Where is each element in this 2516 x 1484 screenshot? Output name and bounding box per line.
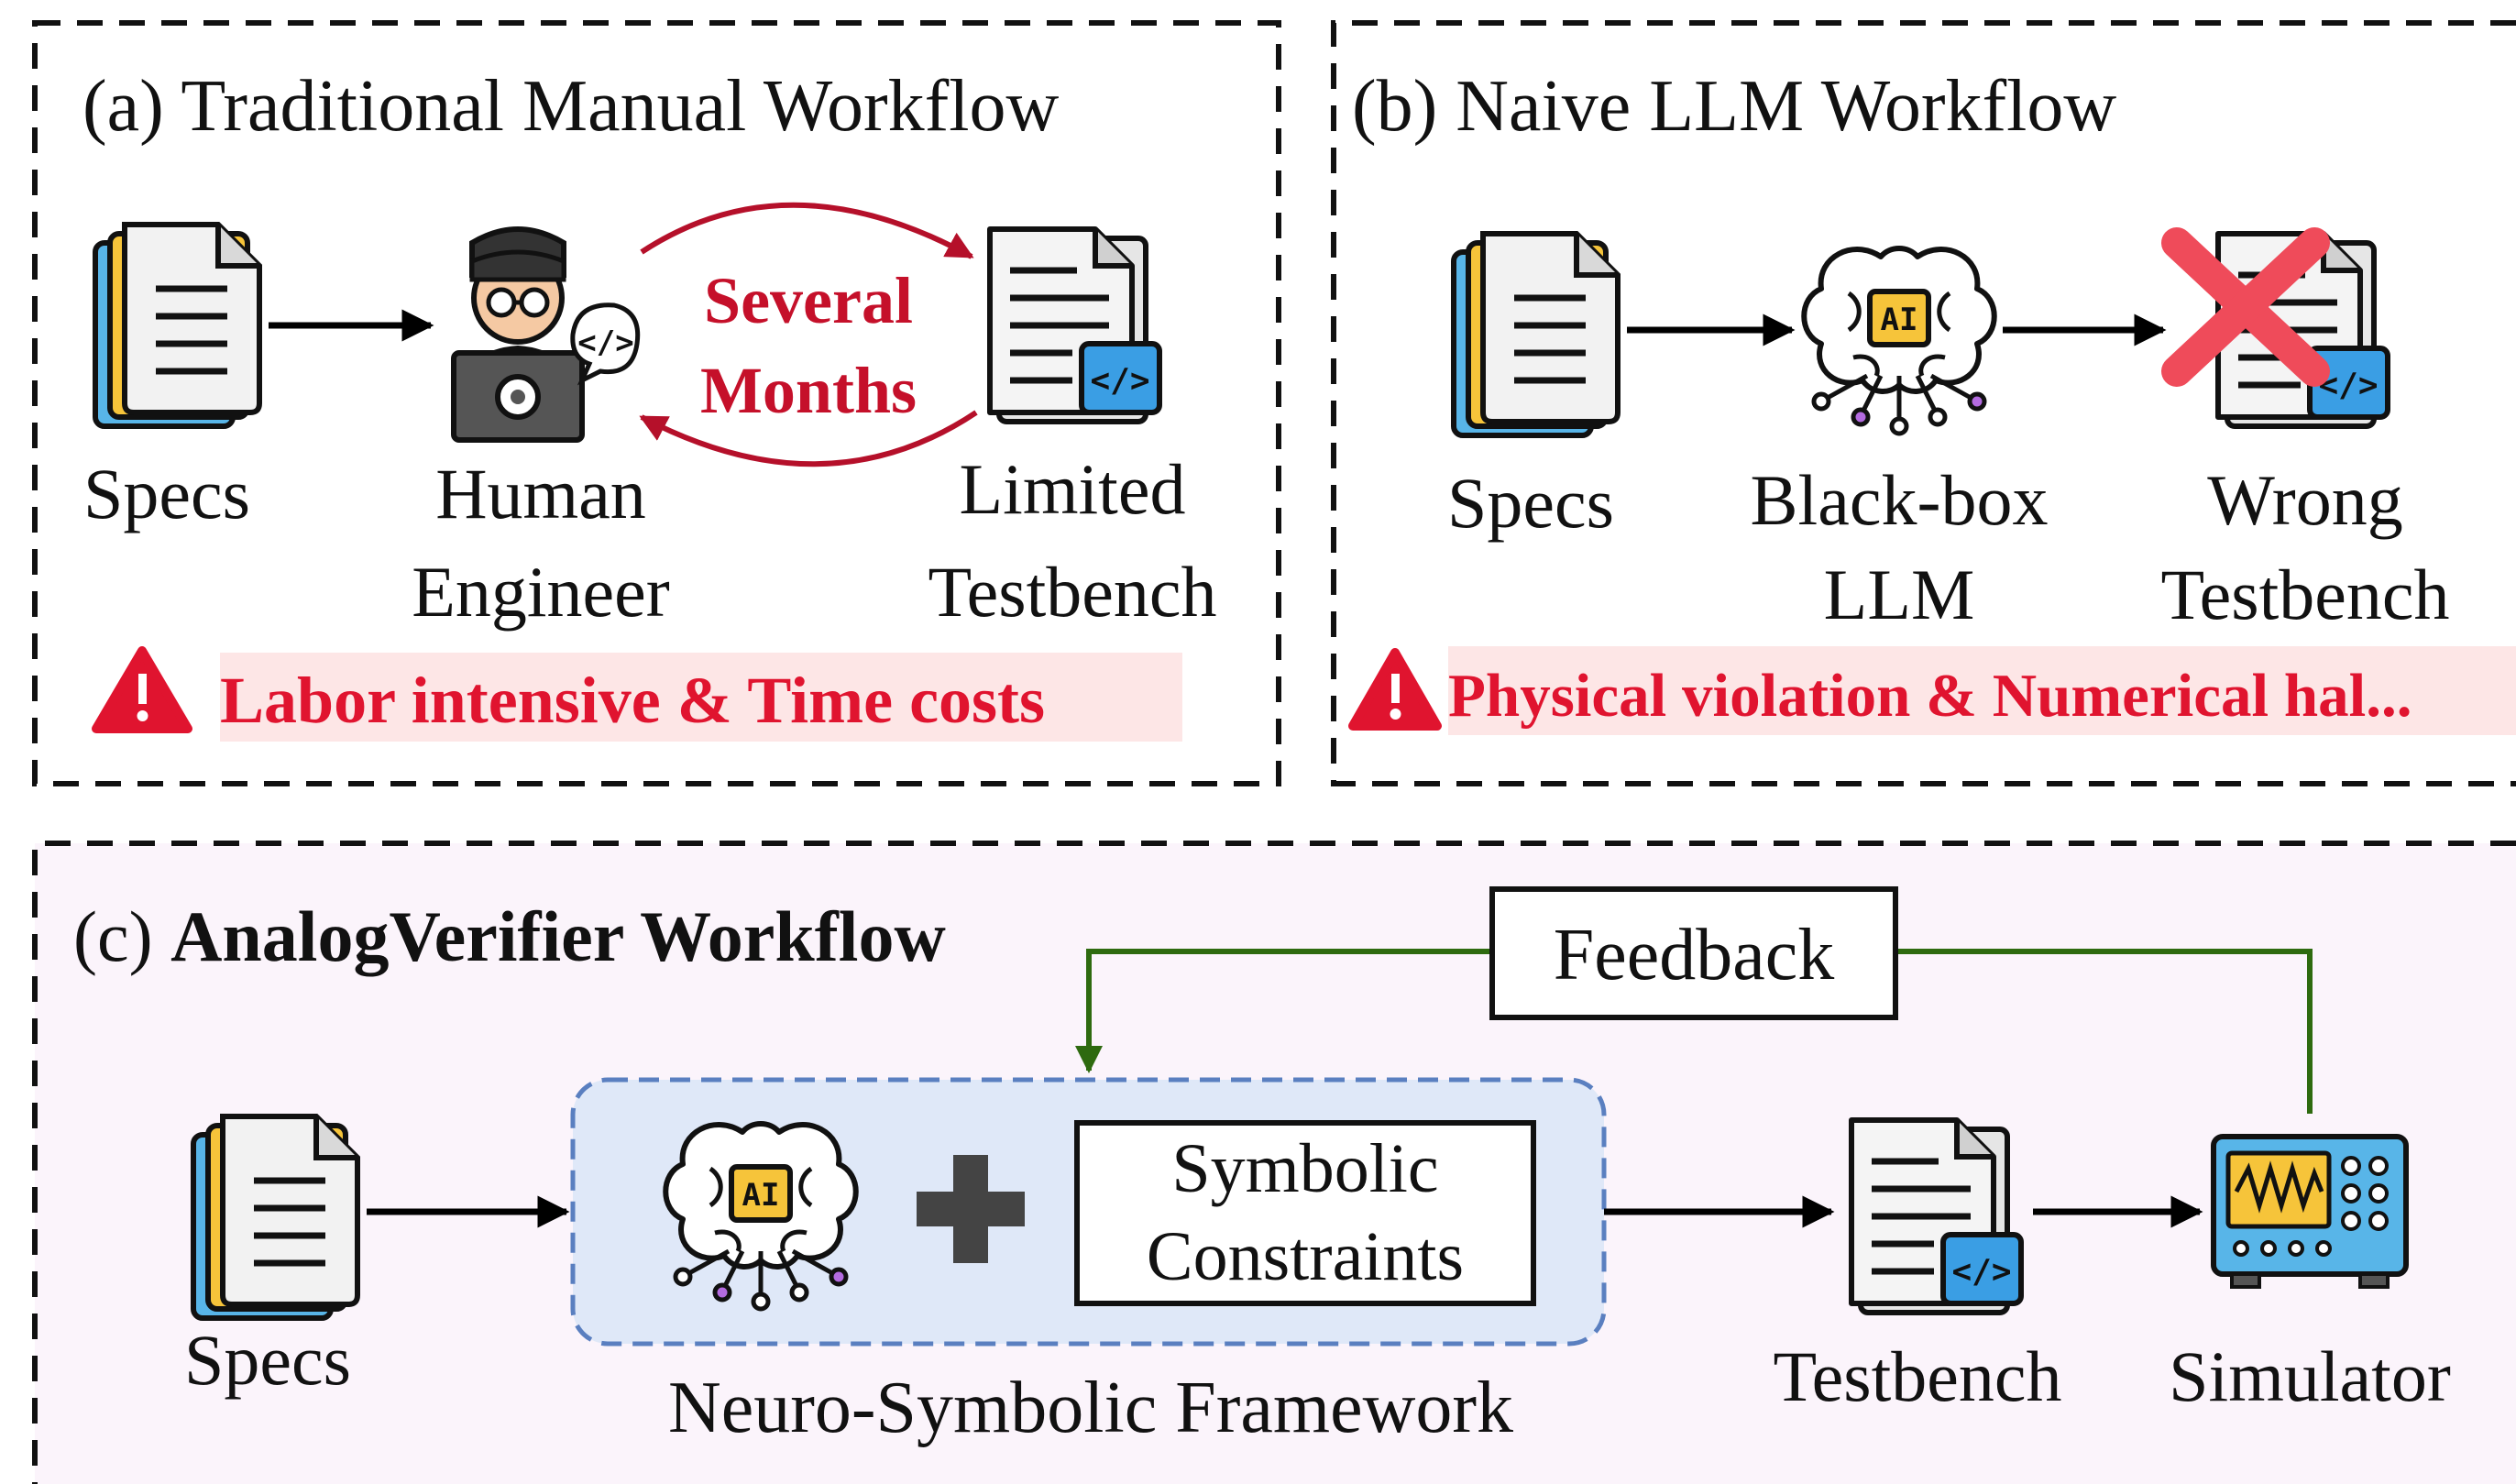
human-engineer-icon: </> bbox=[450, 226, 641, 443]
code-badge-glyph: </> bbox=[1951, 1253, 2011, 1291]
panel-b: (b) Naive LLM Workflow Specs AI Black-bo… bbox=[1331, 20, 2516, 786]
specs-label: Specs bbox=[1447, 463, 1614, 543]
panel-b-border bbox=[1331, 20, 2516, 786]
red-x-icon bbox=[2161, 227, 2330, 387]
black-box-llm-label-line2: LLM bbox=[1824, 555, 1975, 634]
specs-document-icon bbox=[1454, 234, 1618, 435]
llm-brain-icon: AI bbox=[665, 1124, 856, 1309]
panel-a-border bbox=[32, 20, 1281, 786]
black-box-llm-label-line1: Black-box bbox=[1751, 460, 2049, 540]
limited-testbench-icon: </> bbox=[990, 229, 1159, 422]
human-engineer-label-line1: Human bbox=[435, 454, 646, 533]
warning-text-b: Physical violation & Numerical hal... bbox=[1448, 662, 2412, 730]
loop-arrow-forward bbox=[640, 202, 974, 259]
testbench-icon: </> bbox=[1851, 1120, 2021, 1313]
plus-icon bbox=[917, 1155, 1025, 1263]
specs-label: Specs bbox=[184, 1320, 351, 1400]
symbolic-constraints-line2: Constraints bbox=[1147, 1218, 1464, 1295]
wrong-testbench-label-line2: Testbench bbox=[2160, 555, 2449, 634]
human-engineer-label-line2: Engineer bbox=[412, 552, 670, 632]
specs-document-icon bbox=[95, 225, 259, 426]
limited-testbench-label-line2: Testbench bbox=[928, 552, 1216, 632]
several-months-line2: Months bbox=[700, 354, 917, 427]
panel-c: (c) AnalogVerifier Workflow Feedback Spe… bbox=[32, 841, 2516, 1484]
warning-icon bbox=[1348, 648, 1442, 731]
wrong-testbench-label-line1: Wrong bbox=[2207, 460, 2402, 540]
feedback-line-right bbox=[1895, 949, 2313, 1114]
limited-testbench-label-line1: Limited bbox=[960, 449, 1186, 529]
feedback-box bbox=[1489, 886, 1898, 1020]
engineer-code-glyph: </> bbox=[577, 324, 633, 361]
simulator-label: Simulator bbox=[2169, 1336, 2451, 1416]
warning-text-a: Labor intensive & Time costs bbox=[220, 664, 1045, 737]
symbolic-constraints-line1: Symbolic bbox=[1171, 1130, 1438, 1207]
simulator-oscilloscope-icon bbox=[2211, 1134, 2409, 1289]
panel-c-title: (c) AnalogVerifier Workflow bbox=[73, 896, 946, 976]
feedback-line-left bbox=[1075, 949, 1492, 1073]
specs-label: Specs bbox=[83, 454, 250, 533]
symbolic-constraints-box bbox=[1074, 1120, 1536, 1306]
warning-highlight bbox=[1448, 646, 2516, 735]
black-box-llm-icon: AI bbox=[1804, 248, 1994, 434]
specs-document-icon bbox=[193, 1116, 357, 1318]
loop-arrow-back bbox=[639, 410, 978, 467]
code-badge-glyph: </> bbox=[1090, 362, 1149, 400]
panel-b-title: (b) Naive LLM Workflow bbox=[1352, 66, 2116, 147]
warning-highlight bbox=[220, 653, 1182, 742]
ai-chip-glyph: AI bbox=[742, 1177, 780, 1214]
panel-a: (a) Traditional Manual Workflow Specs </… bbox=[32, 20, 1281, 786]
several-months-line1: Several bbox=[704, 264, 913, 337]
feedback-label: Feedback bbox=[1554, 915, 1835, 995]
neuro-symbolic-framework-label: Neuro-Symbolic Framework bbox=[668, 1368, 1513, 1448]
panel-a-title: (a) Traditional Manual Workflow bbox=[82, 66, 1060, 147]
ai-chip-glyph: AI bbox=[1881, 302, 1918, 338]
warning-icon bbox=[92, 646, 192, 733]
testbench-label: Testbench bbox=[1773, 1336, 2061, 1416]
